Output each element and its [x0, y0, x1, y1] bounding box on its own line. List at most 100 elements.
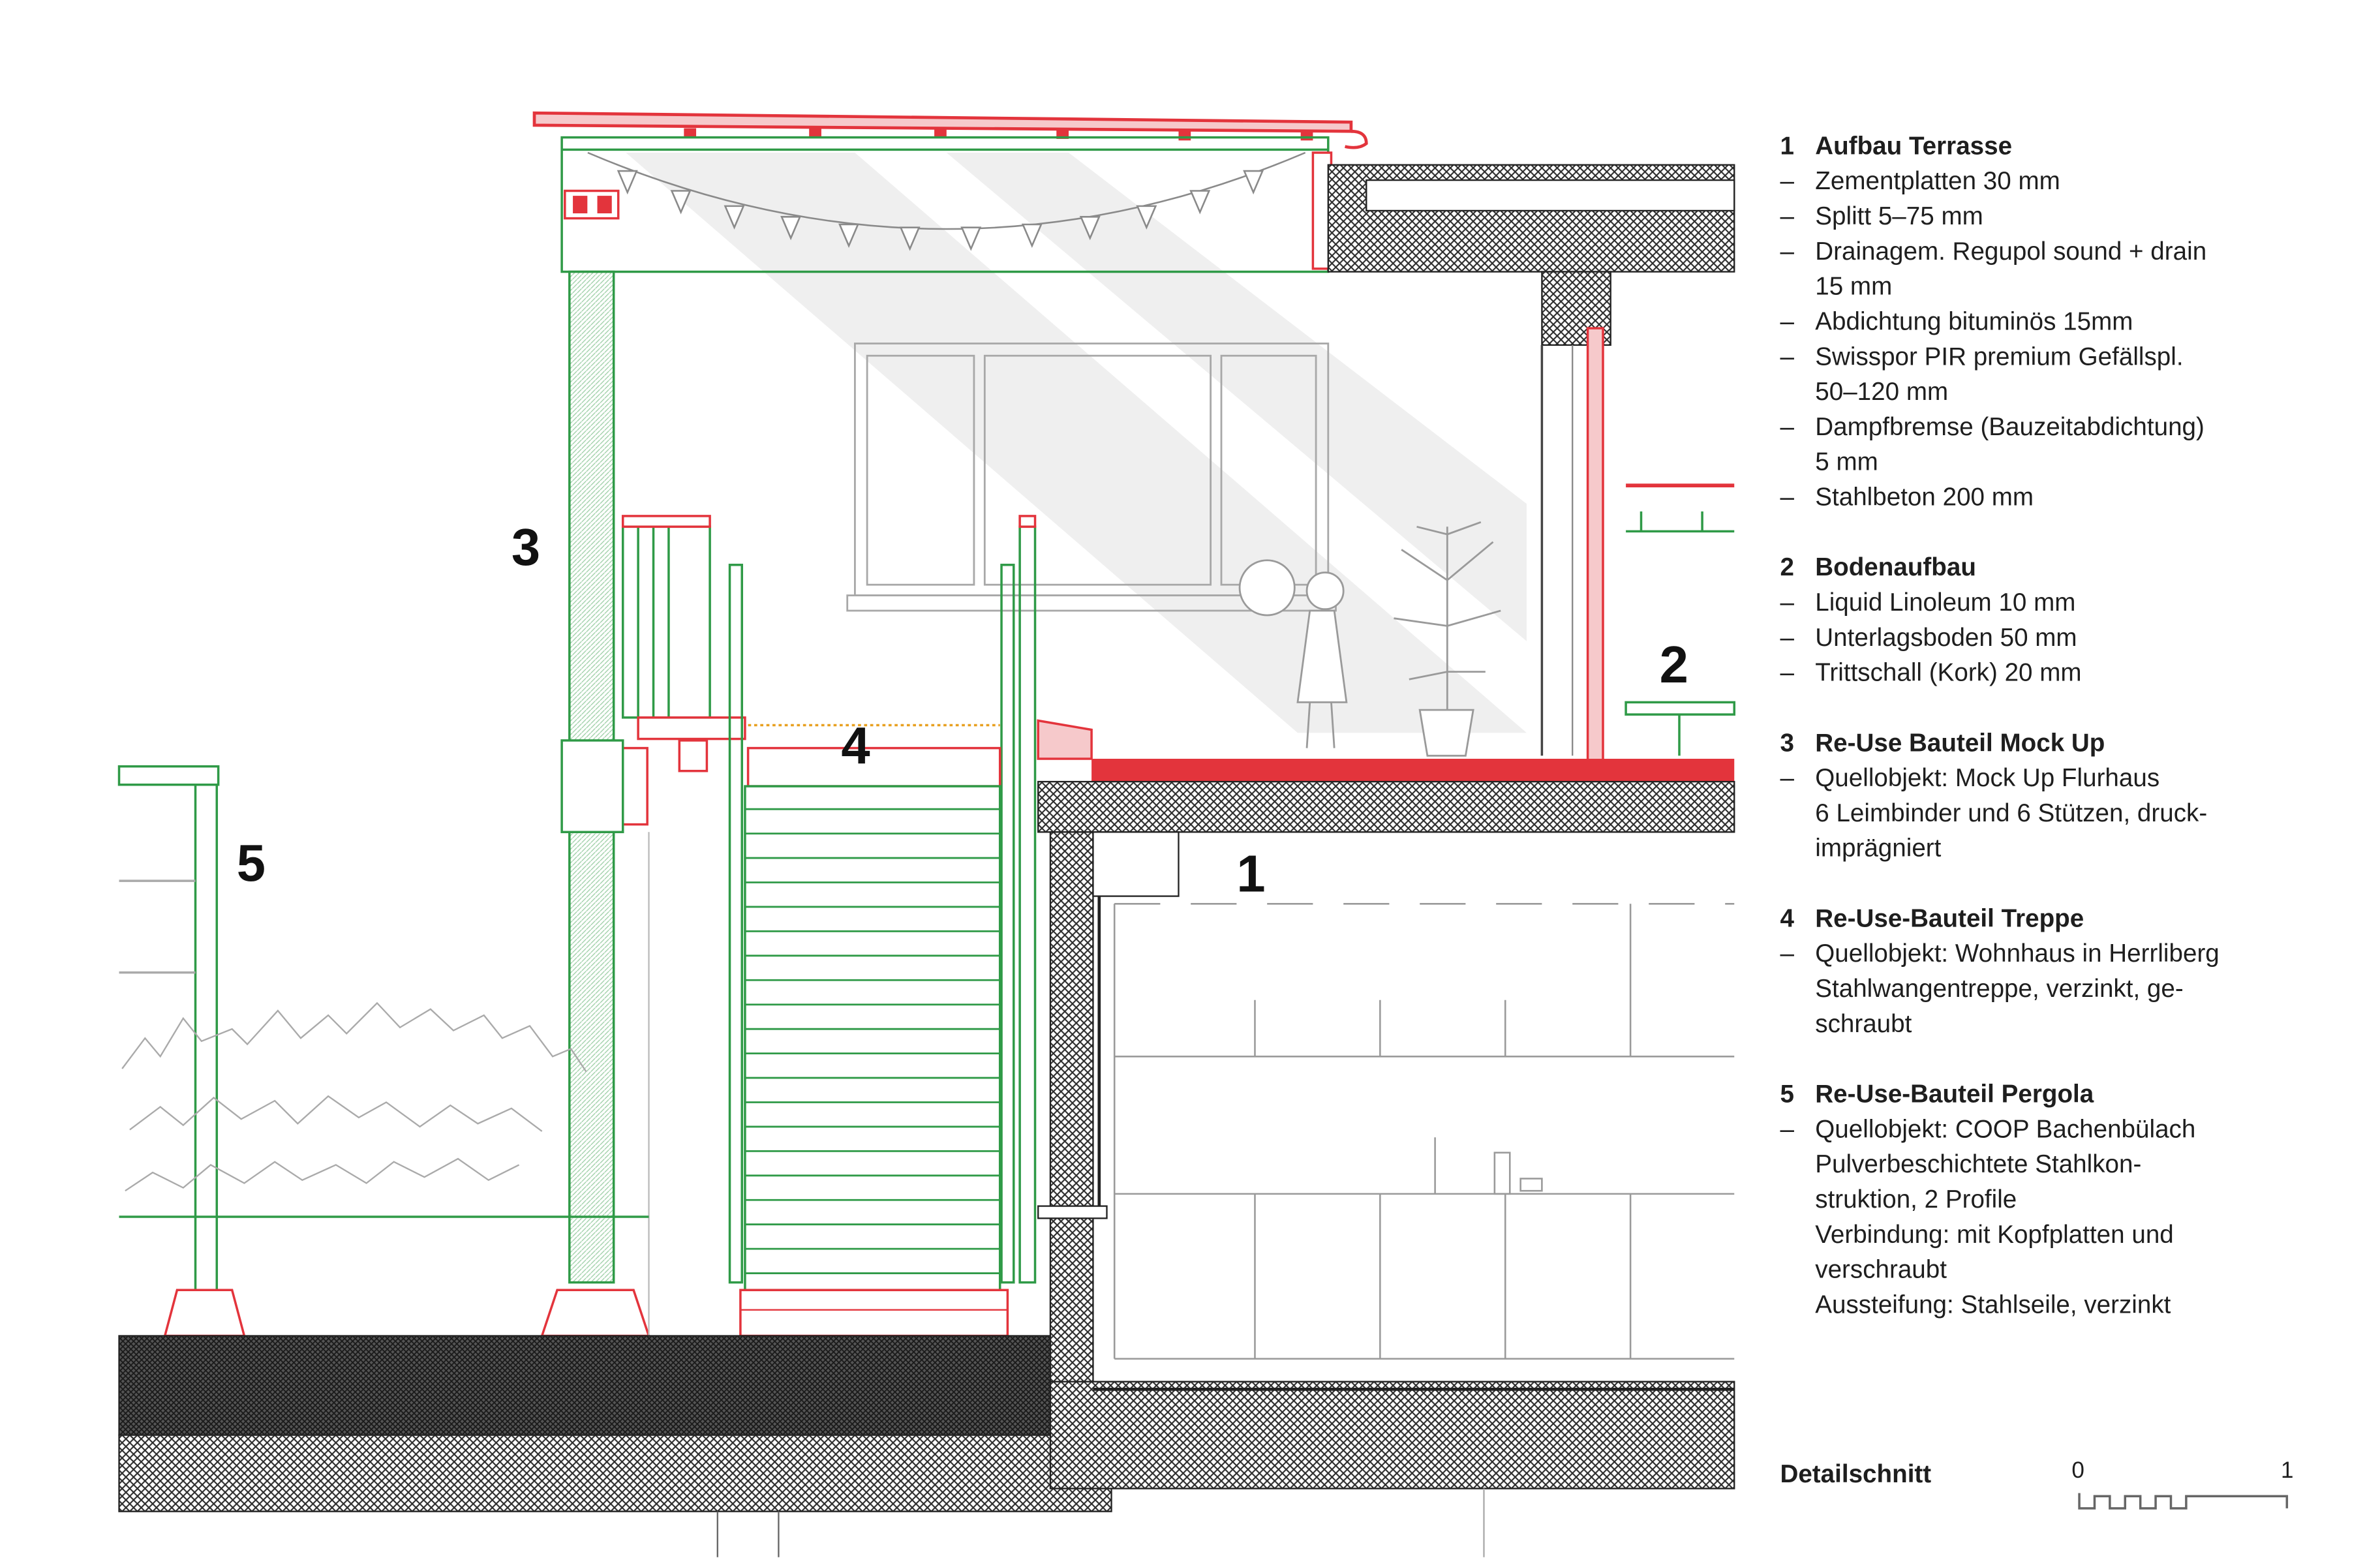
legend-item: Pulverbeschichtete Stahlkon-	[1780, 1148, 2360, 1184]
legend-item-text: Quellobjekt: Mock Up Flurhaus	[1815, 765, 2160, 793]
scale-start-label: 0	[2071, 1458, 2084, 1484]
legend-item-text: Verbindung: mit Kopfplatten und	[1815, 1221, 2174, 1249]
legend-item-text: Unterlagsboden 50 mm	[1815, 624, 2077, 652]
exterior-right-elements	[1625, 483, 1735, 756]
legend-item-text: 6 Leimbinder und 6 Stützen, druck-	[1815, 800, 2208, 828]
legend-item-text: Stahlbeton 200 mm	[1815, 483, 2034, 512]
legend-item: –Quellobjekt: Mock Up Flurhaus	[1780, 762, 2360, 797]
legend-title: Bodenaufbau	[1815, 554, 1976, 582]
ground-slabs	[118, 1335, 1735, 1557]
legend-number: 1	[1780, 132, 1794, 160]
legend-item: 6 Leimbinder und 6 Stützen, druck-	[1780, 797, 2360, 832]
callout-1: 1	[1236, 846, 1266, 904]
legend-item: schraubt	[1780, 1007, 2360, 1043]
reuse-stair	[739, 724, 1009, 1337]
legend-dash: –	[1780, 1116, 1794, 1144]
reuse-pergola	[117, 765, 246, 1337]
legend-heading: 4 Re-Use-Bauteil Treppe	[1780, 902, 2360, 938]
legend-item-text: Swisspor PIR premium Gefällspl.	[1815, 343, 2184, 371]
mock-up-column	[540, 270, 650, 1337]
legend-item: verschraubt	[1780, 1253, 2360, 1289]
legend-item: –Dampfbremse (Bauzeitabdichtung)	[1780, 410, 2360, 446]
legend-item-text: Splitt 5–75 mm	[1815, 203, 1983, 231]
railing-element	[621, 515, 1037, 1284]
legend-item-text: Zementplatten 30 mm	[1815, 168, 2060, 196]
legend-item: Stahlwangentreppe, verzinkt, ge-	[1780, 973, 2360, 1008]
legend-item-text: Stahlwangentreppe, verzinkt, ge-	[1815, 975, 2184, 1003]
legend-item-text: Pulverbeschichtete Stahlkon-	[1815, 1151, 2142, 1179]
legend-item-text: Quellobjekt: Wohnhaus in Herrliberg	[1815, 940, 2220, 968]
legend-dash: –	[1780, 589, 1794, 617]
interior-kitchen	[1113, 902, 1735, 1360]
callout-2: 2	[1659, 636, 1688, 695]
legend-item: –Abdichtung bituminös 15mm	[1780, 305, 2360, 341]
legend-item: 5 mm	[1780, 446, 2360, 481]
legend-item-text: struktion, 2 Profile	[1815, 1186, 2017, 1214]
legend-item-text: Dampfbremse (Bauzeitabdichtung)	[1815, 414, 2205, 442]
legend-item: 15 mm	[1780, 270, 2360, 305]
legend-gap	[1780, 516, 2360, 551]
legend-item: –Quellobjekt: COOP Bachenbülach	[1780, 1113, 2360, 1148]
scale-bar	[2078, 1493, 2289, 1510]
bunting-garland	[587, 151, 1306, 251]
legend-dash: –	[1780, 659, 1794, 687]
legend-item-text: 15 mm	[1815, 273, 1893, 301]
legend-gap	[1780, 867, 2360, 902]
legend-number: 4	[1780, 905, 1794, 933]
legend-item: –Unterlagsboden 50 mm	[1780, 621, 2360, 656]
roof-edge-new	[532, 111, 1368, 149]
legend-item: –Drainagem. Regupol sound + drain	[1780, 235, 2360, 270]
legend-item: Verbindung: mit Kopfplatten und	[1780, 1218, 2360, 1253]
legend-dash: –	[1780, 765, 1794, 793]
bushes	[119, 1001, 649, 1218]
legend-item: Aussteifung: Stahlseile, verzinkt	[1780, 1289, 2360, 1324]
legend-item-text: Quellobjekt: COOP Bachenbülach	[1815, 1116, 2196, 1144]
legend-item: –Stahlbeton 200 mm	[1780, 481, 2360, 516]
legend-item: –Trittschall (Kork) 20 mm	[1780, 656, 2360, 692]
legend-item-text: imprägniert	[1815, 834, 1942, 863]
legend-dash: –	[1780, 624, 1794, 652]
window	[846, 343, 1337, 612]
drawing-title: Detailschnitt	[1780, 1461, 1932, 1489]
legend-title: Re-Use-Bauteil Treppe	[1815, 905, 2084, 933]
callout-5: 5	[236, 834, 266, 893]
legend-item: –Quellobjekt: Wohnhaus in Herrliberg	[1780, 938, 2360, 973]
legend-number: 5	[1780, 1080, 1794, 1108]
legend-item-text: 5 mm	[1815, 448, 1878, 477]
legend-number: 3	[1780, 729, 1794, 757]
legend-item-text: Drainagem. Regupol sound + drain	[1815, 238, 2207, 266]
legend-item: imprägniert	[1780, 832, 2360, 867]
legend-item: 50–120 mm	[1780, 376, 2360, 411]
callout-4: 4	[841, 717, 870, 776]
legend-item-text: Liquid Linoleum 10 mm	[1815, 589, 2076, 617]
legend-item-text: 50–120 mm	[1815, 378, 1949, 406]
legend-dash: –	[1780, 940, 1794, 968]
legend-dash: –	[1780, 308, 1794, 336]
legend-dash: –	[1780, 414, 1794, 442]
legend-title: Re-Use Bauteil Mock Up	[1815, 729, 2105, 757]
legend-dash: –	[1780, 238, 1794, 266]
legend-heading: 3 Re-Use Bauteil Mock Up	[1780, 727, 2360, 762]
callout-3: 3	[511, 519, 541, 577]
legend-item: –Splitt 5–75 mm	[1780, 200, 2360, 236]
legend-item: –Zementplatten 30 mm	[1780, 165, 2360, 200]
legend-item-text: verschraubt	[1815, 1256, 1947, 1284]
legend-gap	[1780, 692, 2360, 727]
legend-dash: –	[1780, 343, 1794, 371]
legend-title: Aufbau Terrasse	[1815, 132, 2013, 160]
legend-dash: –	[1780, 203, 1794, 231]
legend-item: –Liquid Linoleum 10 mm	[1780, 587, 2360, 622]
legend-item-text: Aussteifung: Stahlseile, verzinkt	[1815, 1291, 2171, 1319]
legend-gap	[1780, 1043, 2360, 1078]
legend-item-text: Abdichtung bituminös 15mm	[1815, 308, 2133, 336]
